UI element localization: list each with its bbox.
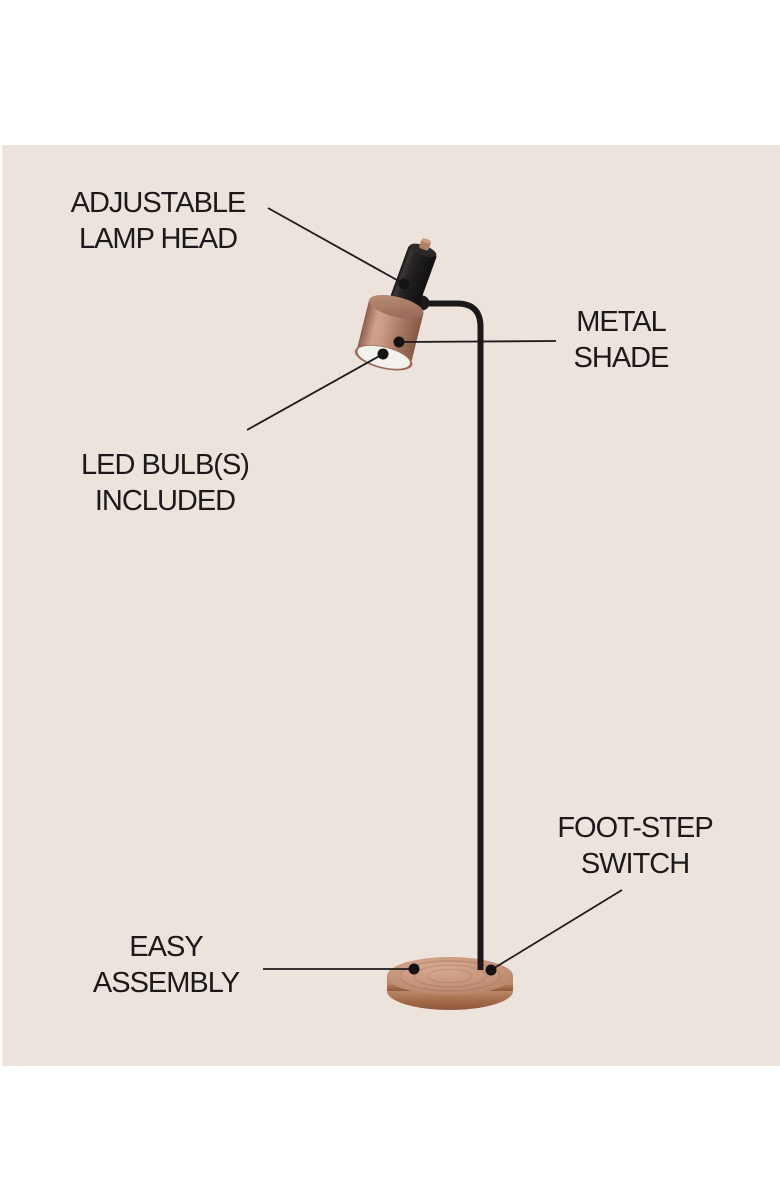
label-metal-shade-line2: SHADE xyxy=(573,342,670,374)
label-metal-shade: METAL SHADE xyxy=(573,304,670,376)
callout-dots xyxy=(377,278,497,976)
label-metal-shade-line1: METAL xyxy=(576,306,667,338)
lamp-base xyxy=(387,957,513,1010)
label-foot-step-switch: FOOT-STEP SWITCH xyxy=(557,810,713,882)
metal-shade-top xyxy=(369,294,424,319)
lamp-pole xyxy=(423,300,484,970)
callout-lines xyxy=(246,207,623,971)
label-led-bulbs-included-line2: INCLUDED xyxy=(94,485,236,517)
lamp-head-cap xyxy=(409,243,437,258)
base-brushed-ring xyxy=(399,960,501,992)
label-foot-step-switch-line2: SWITCH xyxy=(580,848,690,880)
callout-line-adjustable-lamp-head xyxy=(267,207,405,285)
base-brushed-ring xyxy=(413,964,487,988)
label-adjustable-lamp-head: ADJUSTABLE LAMP HEAD xyxy=(70,185,247,257)
base-brushed-ring xyxy=(427,968,473,984)
label-adjustable-lamp-head-line1: ADJUSTABLE xyxy=(70,187,247,219)
label-led-bulbs-included: LED BULB(S) INCLUDED xyxy=(81,447,250,519)
callout-dot-metal-shade xyxy=(393,336,405,348)
lamp-base-top xyxy=(387,957,513,995)
callout-dot-foot-step-switch xyxy=(485,964,497,976)
lamp-head-screw-top xyxy=(421,238,432,244)
callout-dot-lamp-head xyxy=(398,278,410,290)
label-easy-assembly-line2: ASSEMBLY xyxy=(92,967,240,999)
callout-line-led-bulbs xyxy=(246,353,384,431)
callout-line-metal-shade xyxy=(398,340,557,343)
callout-line-foot-step-switch xyxy=(490,889,623,971)
label-easy-assembly-line1: EASY xyxy=(129,931,203,963)
label-easy-assembly: EASY ASSEMBLY xyxy=(92,929,240,1001)
callout-dot-easy-assembly xyxy=(408,963,420,975)
label-adjustable-lamp-head-line2: LAMP HEAD xyxy=(78,223,238,255)
label-foot-step-switch-line1: FOOT-STEP xyxy=(557,812,713,844)
callout-dot-led-bulb xyxy=(377,348,389,360)
label-led-bulbs-included-line1: LED BULB(S) xyxy=(81,449,250,481)
